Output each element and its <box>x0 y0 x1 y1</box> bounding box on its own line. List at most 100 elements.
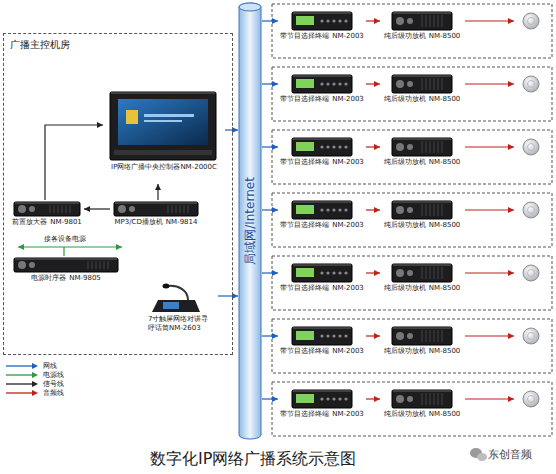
device-label: 纯后级功放机 <box>384 284 426 293</box>
connector <box>157 184 158 200</box>
device-label: 纯后级功放机 <box>384 221 426 230</box>
legend-row: 电源线 <box>5 370 64 379</box>
device-label: 带节目选择终端 <box>280 221 329 230</box>
device-box: 纯后级功放机NM-8500 <box>380 10 464 54</box>
device-image <box>392 264 452 282</box>
connector <box>366 398 380 399</box>
connector <box>262 335 278 336</box>
row-frame <box>272 382 552 436</box>
device-label: NM-2003 <box>332 158 364 167</box>
device-image <box>292 327 352 345</box>
device-label: NM-2003 <box>332 284 364 293</box>
legend-row: 信号线 <box>5 379 64 388</box>
device-label: NM-2003 <box>332 347 364 356</box>
connector <box>366 146 380 147</box>
device-label: 带节目选择终端 <box>280 32 329 41</box>
connector <box>262 209 278 210</box>
connector <box>262 272 278 273</box>
legend-swatch <box>5 362 39 370</box>
connector <box>218 295 238 296</box>
power-wire <box>63 247 64 256</box>
note-label: 接各设备电源 <box>44 234 86 244</box>
network-cylinder: 局域网/Internet <box>238 2 262 440</box>
connector <box>262 83 278 84</box>
connector <box>262 398 278 399</box>
audio-wire <box>465 146 514 147</box>
row-frame <box>272 193 552 247</box>
device-image <box>292 201 352 219</box>
legend-swatch <box>5 371 39 379</box>
connector <box>366 209 380 210</box>
device-image <box>392 390 452 408</box>
legend-label: 电源线 <box>43 370 64 380</box>
audio-wire <box>465 272 514 273</box>
connector <box>84 208 110 209</box>
device-box: 带节目选择终端NM-2003 <box>278 73 366 117</box>
device-box: 带节目选择终端NM-2003 <box>278 388 366 432</box>
device-box: 纯后级功放机NM-8500 <box>380 199 464 243</box>
connector <box>366 83 380 84</box>
row-frame <box>272 256 552 310</box>
legend-label: 音频线 <box>43 388 64 398</box>
ceiling-speaker <box>523 391 539 407</box>
audio-wire <box>465 335 514 336</box>
watermark-icon <box>470 448 487 461</box>
device-label: NM-2003 <box>332 32 364 41</box>
device-label: NM-8500 <box>429 410 461 419</box>
device-box: 带节目选择终端NM-2003 <box>278 325 366 369</box>
row-frame <box>272 4 552 58</box>
watermark: 东创音频 <box>488 447 532 462</box>
network-label: 局域网/Internet <box>242 177 259 265</box>
audio-wire <box>465 398 514 399</box>
device-image <box>114 202 198 216</box>
connector <box>366 335 380 336</box>
device-label: NM-8500 <box>429 221 461 230</box>
device-image <box>392 75 452 93</box>
region-title: 广播主控机房 <box>10 38 70 52</box>
device-label: NM-2003 <box>332 221 364 230</box>
device-image <box>292 12 352 30</box>
device-box: 带节目选择终端NM-2003 <box>278 199 366 243</box>
device-box: 电源时序器NM-9805 <box>10 256 122 288</box>
device-image <box>292 390 352 408</box>
audio-wire <box>465 20 514 21</box>
legend-swatch <box>5 380 39 388</box>
legend-label: 信号线 <box>43 379 64 389</box>
device-box: 纯后级功放机NM-8500 <box>380 136 464 180</box>
device-label: NM-8500 <box>429 347 461 356</box>
row-frame <box>272 319 552 373</box>
legend-swatch <box>5 389 39 397</box>
connector <box>225 129 238 130</box>
device-box: IP网络广播中央控制器NM-2000C <box>103 90 225 184</box>
device-box: MP3/CD播放机NM-9814 <box>110 200 202 232</box>
device-label: NM-2003 <box>332 95 364 104</box>
device-label: 带节目选择终端 <box>280 284 329 293</box>
device-box: 纯后级功放机NM-8500 <box>380 388 464 432</box>
legend-row: 网线 <box>5 361 64 370</box>
device-box: 带节目选择终端NM-2003 <box>278 262 366 306</box>
device-label: IP网络广播中央控制器NM-2000C <box>111 163 217 172</box>
device-image <box>392 138 452 156</box>
device-label: 纯后级功放机 <box>384 95 426 104</box>
device-label: 电源时序器 <box>31 274 66 283</box>
ceiling-speaker <box>523 328 539 344</box>
device-label: MP3/CD播放机 <box>115 218 163 227</box>
connector <box>45 125 103 200</box>
device-label: NM-8500 <box>429 158 461 167</box>
device-label: NM-9801 <box>50 218 82 227</box>
device-box: 带节目选择终端NM-2003 <box>278 10 366 54</box>
ceiling-speaker <box>523 139 539 155</box>
row-frame <box>272 130 552 184</box>
device-label: NM-2003 <box>332 410 364 419</box>
device-image <box>14 202 80 216</box>
device-image <box>292 264 352 282</box>
device-box: 带节目选择终端NM-2003 <box>278 136 366 180</box>
device-image <box>110 92 216 160</box>
device-label: NM-8500 <box>429 95 461 104</box>
device-label: 纯后级功放机 <box>384 32 426 41</box>
device-image <box>392 327 452 345</box>
power-wire <box>18 246 122 247</box>
device-label: 带节目选择终端 <box>280 158 329 167</box>
connector <box>262 20 278 21</box>
